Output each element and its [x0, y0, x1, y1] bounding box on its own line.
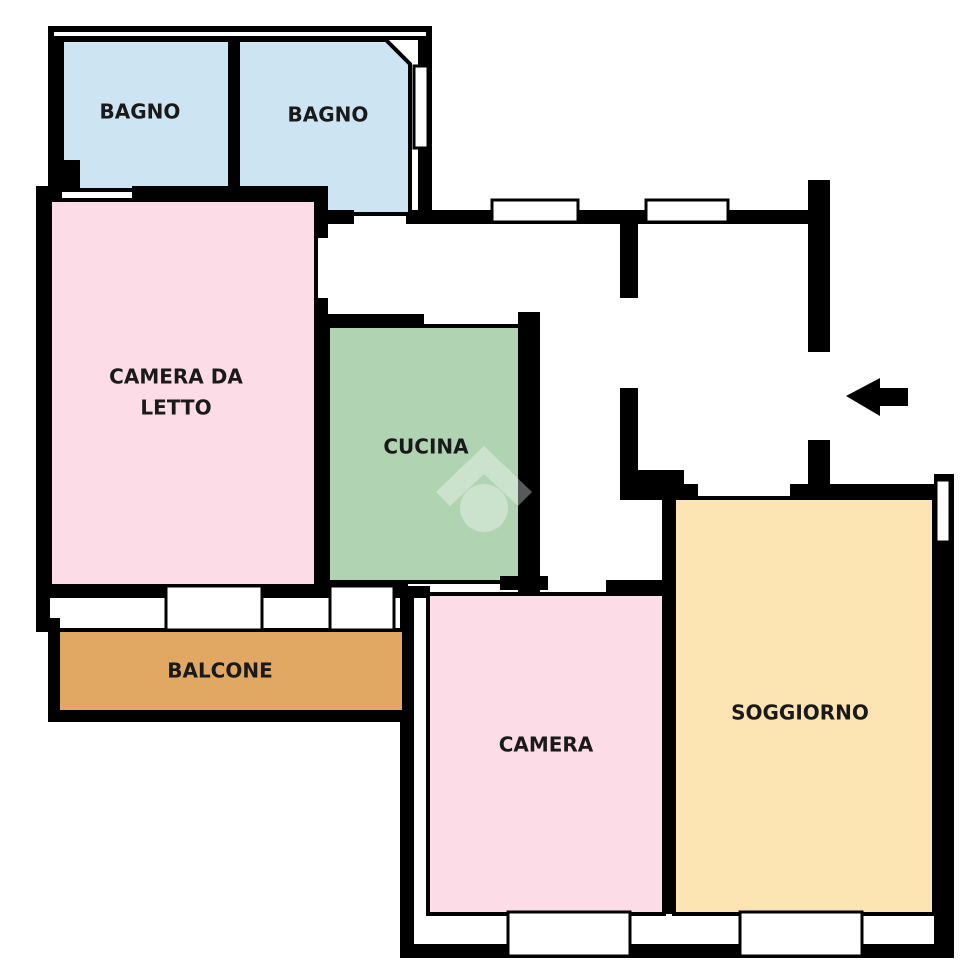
window-soggiorno-side	[934, 478, 952, 544]
window-cucina	[328, 584, 396, 632]
label-camera-da-letto-line2: LETTO	[140, 396, 211, 420]
label-balcone: BALCONE	[167, 659, 273, 683]
arrow-left-icon	[846, 378, 908, 416]
wall-balcony-bottom	[48, 714, 408, 722]
room-camera-da-letto	[48, 198, 318, 588]
label-bagno-left: BAGNO	[100, 100, 181, 124]
wall-cucina-bottom-right	[500, 576, 548, 590]
wall-balcony-left	[48, 628, 56, 722]
watermark-house-icon	[436, 446, 532, 532]
wall-cucina-right	[518, 312, 540, 592]
wall-entry-lower	[808, 440, 830, 498]
wall-left-bedroom	[36, 186, 50, 632]
wall-bedroom-door-stub	[314, 210, 354, 224]
wall-camera-top-right	[606, 580, 666, 596]
wall-camera-soggiorno	[662, 490, 676, 914]
wall-left-bathrooms	[48, 26, 62, 190]
rooms	[48, 38, 936, 916]
interior-walls	[54, 32, 698, 914]
windows	[164, 64, 952, 958]
wall-living-right	[934, 474, 954, 958]
wall-camera-top-left	[414, 586, 430, 598]
wall-bagno-bottom	[132, 186, 328, 202]
window-camera	[506, 910, 632, 958]
wall-living-top	[790, 484, 954, 498]
wall-corridor-top	[406, 210, 830, 224]
wall-soggiorno-door-jamb	[676, 484, 698, 500]
room-soggiorno	[672, 496, 936, 916]
wall-bagno-stub-left	[62, 160, 80, 192]
label-camera-da-letto-line1: CAMERA DA	[109, 365, 243, 389]
window-corridor-2	[644, 198, 730, 224]
wall-entry-upper	[808, 180, 830, 352]
wall-between-bathrooms	[228, 40, 240, 190]
window-soggiorno	[738, 910, 864, 958]
room-labels: BAGNO BAGNO CAMERA DA LETTO CUCINA BALCO…	[100, 100, 869, 757]
wall-corridor-stub-upper	[620, 210, 638, 298]
window-bagno	[412, 64, 430, 150]
wall-bottom	[400, 944, 954, 958]
label-bagno-right: BAGNO	[288, 103, 369, 127]
label-camera: CAMERA	[499, 733, 594, 757]
wall-inner-line	[54, 32, 426, 36]
room-bagno-left	[60, 38, 232, 192]
label-cucina: CUCINA	[383, 435, 469, 459]
wall-cucina-top	[314, 314, 424, 328]
room-camera	[426, 592, 666, 916]
window-camera-letto	[164, 584, 264, 632]
window-corridor-1	[490, 198, 580, 224]
wall-bedroom-right	[314, 298, 328, 588]
label-soggiorno: SOGGIORNO	[731, 701, 869, 725]
room-balcone	[56, 628, 406, 714]
